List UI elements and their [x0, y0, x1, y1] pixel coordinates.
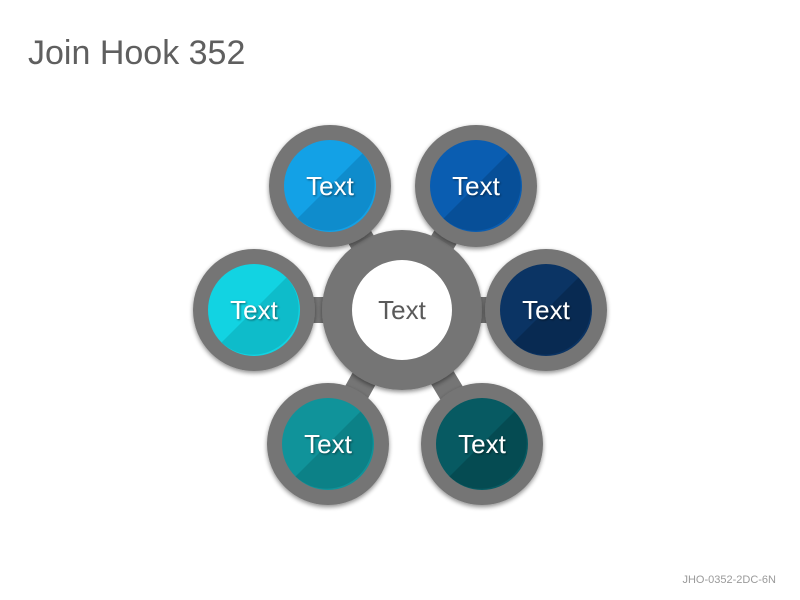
node-1-label: Text	[306, 171, 354, 201]
node-1-shade	[297, 153, 375, 231]
center-hub: Text	[322, 230, 482, 390]
node-3-shade	[221, 277, 299, 355]
node-4-shade	[513, 277, 591, 355]
node-1: Text	[269, 125, 391, 247]
footer-code: JHO-0352-2DC-6N	[682, 574, 776, 586]
node-2-shade	[443, 153, 521, 231]
node-5-label: Text	[304, 429, 352, 459]
node-6: Text	[421, 383, 543, 505]
node-2: Text	[415, 125, 537, 247]
node-6-shade	[449, 411, 527, 489]
node-3: Text	[193, 249, 315, 371]
node-4: Text	[485, 249, 607, 371]
node-6-label: Text	[458, 429, 506, 459]
page-title: Join Hook 352	[28, 34, 246, 72]
node-4-label: Text	[522, 295, 570, 325]
node-5-shade	[295, 411, 373, 489]
center-label: Text	[378, 295, 426, 325]
node-5: Text	[267, 383, 389, 505]
center-disc	[352, 260, 452, 360]
node-2-label: Text	[452, 171, 500, 201]
node-3-label: Text	[230, 295, 278, 325]
